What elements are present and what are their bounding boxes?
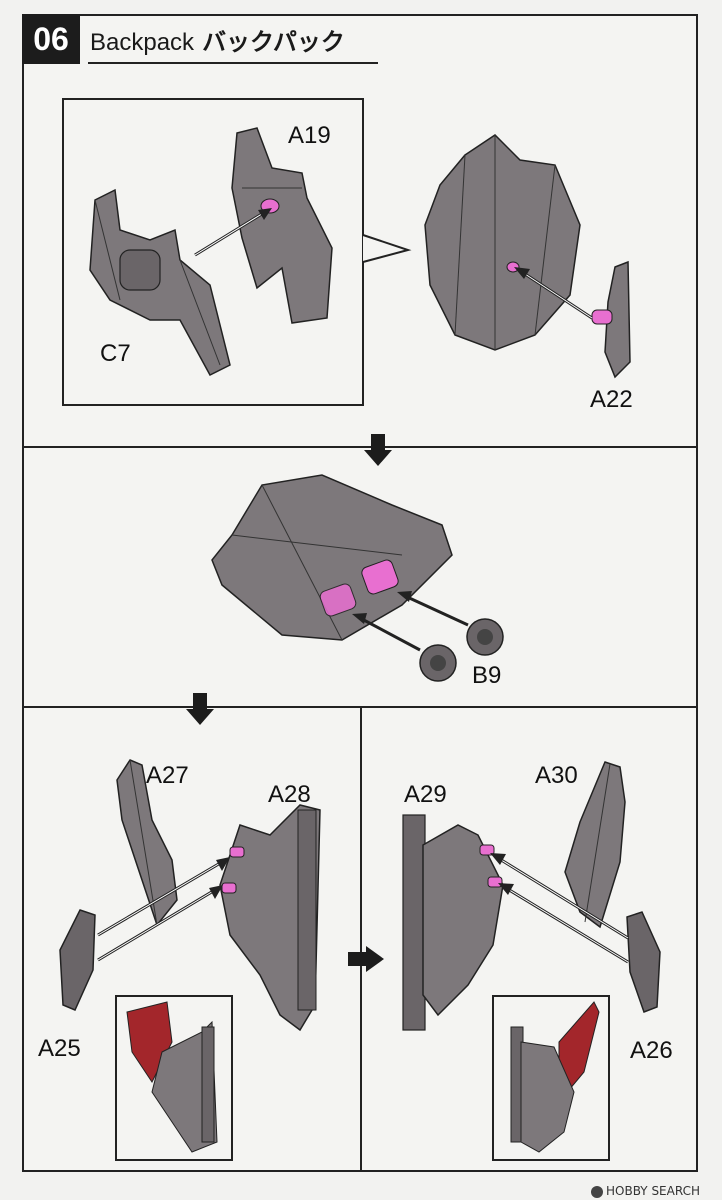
- step-number: 06: [22, 14, 80, 64]
- part-c7-illustration: [89, 188, 231, 376]
- part-label-b9: B9: [472, 662, 502, 689]
- watermark-text: HOBBY SEARCH: [606, 1184, 700, 1198]
- part-label-a22: A22: [590, 386, 633, 413]
- backpack-core-illustration: [424, 134, 581, 351]
- arrow-down-icon: [186, 693, 214, 725]
- title-japanese: バックパック: [202, 29, 345, 56]
- section-divider: [22, 446, 698, 448]
- part-label-a26: A26: [630, 1037, 673, 1064]
- inset-preview-right-illustration: [510, 1001, 600, 1153]
- part-a28-illustration: [219, 804, 321, 1032]
- part-a29-illustration: [402, 814, 504, 1031]
- inset-preview-box-right: [492, 995, 610, 1161]
- step-title: Backpack バックパック: [90, 22, 345, 57]
- part-label-a19: A19: [288, 122, 331, 149]
- part-label-a27: A27: [146, 762, 189, 789]
- hobby-search-logo-icon: [591, 1185, 604, 1198]
- part-a22-illustration: [591, 260, 631, 379]
- inset-preview-left-illustration: [126, 1001, 218, 1153]
- section-divider-vertical: [360, 706, 362, 1172]
- title-english: Backpack: [90, 29, 195, 56]
- backpack-assembled-illustration: [211, 474, 453, 641]
- part-label-a25: A25: [38, 1035, 81, 1062]
- watermark: HOBBY SEARCH: [591, 1184, 700, 1198]
- arrow-right-icon: [348, 946, 384, 972]
- part-label-a30: A30: [535, 762, 578, 789]
- part-b9-illustration: [419, 618, 504, 682]
- part-a19-illustration: [231, 127, 333, 324]
- part-label-a29: A29: [404, 781, 447, 808]
- title-underline: [88, 62, 378, 64]
- part-label-c7: C7: [100, 340, 131, 367]
- part-a25-illustration: [59, 909, 96, 1011]
- inset-preview-box-left: [115, 995, 233, 1161]
- part-label-a28: A28: [268, 781, 311, 808]
- part-a26-illustration: [626, 911, 661, 1013]
- arrow-down-icon: [364, 434, 392, 466]
